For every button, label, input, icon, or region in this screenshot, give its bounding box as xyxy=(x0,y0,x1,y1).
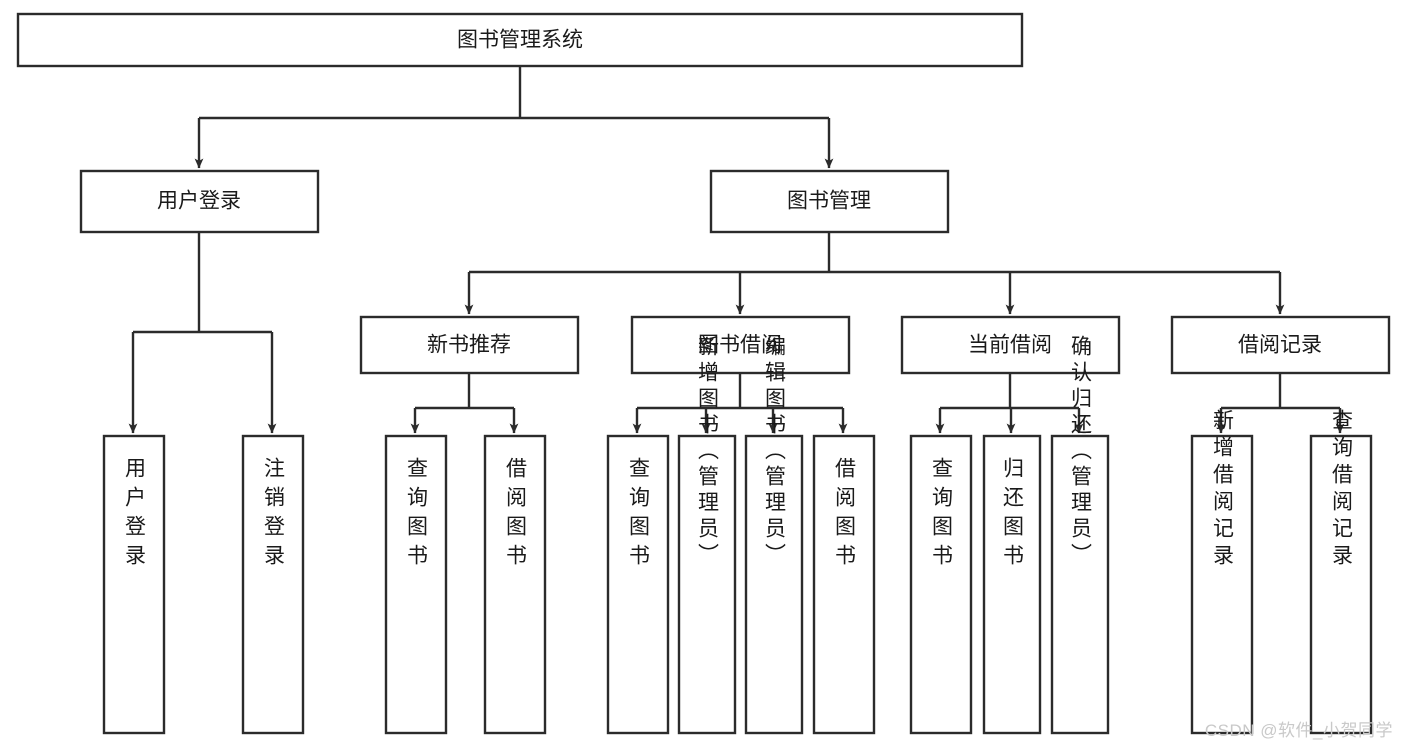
node-leaf-logout[interactable]: 注销登录 xyxy=(241,434,305,735)
node-leaf-query-record[interactable]: 查询借阅记录 xyxy=(1309,409,1373,735)
node-leaf-return-book-label: 归还图书 xyxy=(1001,457,1025,573)
node-new-book-recommend-label: 新书推荐 xyxy=(427,334,511,357)
node-leaf-add-record[interactable]: 新增借阅记录 xyxy=(1190,409,1254,735)
node-leaf-user-login[interactable]: 用户登录 xyxy=(102,434,166,735)
node-leaf-query-book-cur-box[interactable] xyxy=(909,434,973,735)
node-current-borrow-box[interactable] xyxy=(900,315,1121,375)
node-root-label: 图书管理系统 xyxy=(457,29,583,52)
node-leaf-add-record-box[interactable] xyxy=(1190,434,1254,735)
node-leaf-return-book-box[interactable] xyxy=(982,434,1042,735)
node-leaf-query-book-cur-label: 查询图书 xyxy=(930,457,954,573)
node-book-management[interactable]: 图书管理 xyxy=(709,169,950,234)
node-leaf-query-record-label: 查询借阅记录 xyxy=(1330,409,1354,571)
node-book-management-box[interactable] xyxy=(709,169,950,234)
node-leaf-confirm-return-label: 确认归还（管理员） xyxy=(1069,335,1093,569)
node-borrow-record-label: 借阅记录 xyxy=(1238,334,1322,357)
node-leaf-borrow-book-label: 借阅图书 xyxy=(833,457,857,573)
node-leaf-borrow-book-rec-box[interactable] xyxy=(483,434,547,735)
node-book-borrow[interactable]: 图书借阅 xyxy=(630,315,851,375)
node-book-management-label: 图书管理 xyxy=(787,190,871,213)
node-leaf-add-record-label: 新增借阅记录 xyxy=(1211,409,1235,571)
node-new-book-recommend[interactable]: 新书推荐 xyxy=(359,315,580,375)
node-root-box[interactable] xyxy=(16,12,1024,68)
node-user-login-box[interactable] xyxy=(79,169,320,234)
connectors-layer xyxy=(128,66,1345,434)
node-leaf-return-book[interactable]: 归还图书 xyxy=(982,434,1042,735)
node-leaf-add-book[interactable]: 新增图书（管理员） xyxy=(677,335,737,735)
node-leaf-confirm-return[interactable]: 确认归还（管理员） xyxy=(1050,335,1110,735)
node-leaf-borrow-book-box[interactable] xyxy=(812,434,876,735)
node-leaf-confirm-return-box[interactable] xyxy=(1050,434,1110,735)
node-borrow-record-box[interactable] xyxy=(1170,315,1391,375)
node-leaf-query-book-borrow-box[interactable] xyxy=(606,434,670,735)
node-leaf-logout-label: 注销登录 xyxy=(262,457,286,573)
node-leaf-edit-book-box[interactable] xyxy=(744,434,804,735)
node-user-login[interactable]: 用户登录 xyxy=(79,169,320,234)
node-user-login-label: 用户登录 xyxy=(157,190,241,213)
node-leaf-edit-book-label: 编辑图书（管理员） xyxy=(763,335,787,569)
node-leaf-query-record-box[interactable] xyxy=(1309,434,1373,735)
node-leaf-edit-book[interactable]: 编辑图书（管理员） xyxy=(744,335,804,735)
node-leaf-query-book-rec-label: 查询图书 xyxy=(405,457,429,573)
node-leaf-query-book-cur[interactable]: 查询图书 xyxy=(909,434,973,735)
node-leaf-borrow-book[interactable]: 借阅图书 xyxy=(812,434,876,735)
node-leaf-logout-box[interactable] xyxy=(241,434,305,735)
node-book-borrow-label: 图书借阅 xyxy=(698,334,782,357)
node-new-book-recommend-box[interactable] xyxy=(359,315,580,375)
node-leaf-add-book-label: 新增图书（管理员） xyxy=(696,335,720,569)
node-book-borrow-box[interactable] xyxy=(630,315,851,375)
node-leaf-borrow-book-rec-label: 借阅图书 xyxy=(504,457,528,573)
node-leaf-user-login-label: 用户登录 xyxy=(123,457,147,573)
node-leaf-add-book-box[interactable] xyxy=(677,434,737,735)
node-leaf-query-book-rec-box[interactable] xyxy=(384,434,448,735)
node-leaf-borrow-book-rec[interactable]: 借阅图书 xyxy=(483,434,547,735)
node-leaf-user-login-box[interactable] xyxy=(102,434,166,735)
node-leaf-query-book-rec[interactable]: 查询图书 xyxy=(384,434,448,735)
node-borrow-record[interactable]: 借阅记录 xyxy=(1170,315,1391,375)
node-leaf-query-book-borrow[interactable]: 查询图书 xyxy=(606,434,670,735)
node-current-borrow-label: 当前借阅 xyxy=(968,334,1052,357)
node-current-borrow[interactable]: 当前借阅 xyxy=(900,315,1121,375)
node-root[interactable]: 图书管理系统 xyxy=(16,12,1024,68)
node-leaf-query-book-borrow-label: 查询图书 xyxy=(627,457,651,573)
